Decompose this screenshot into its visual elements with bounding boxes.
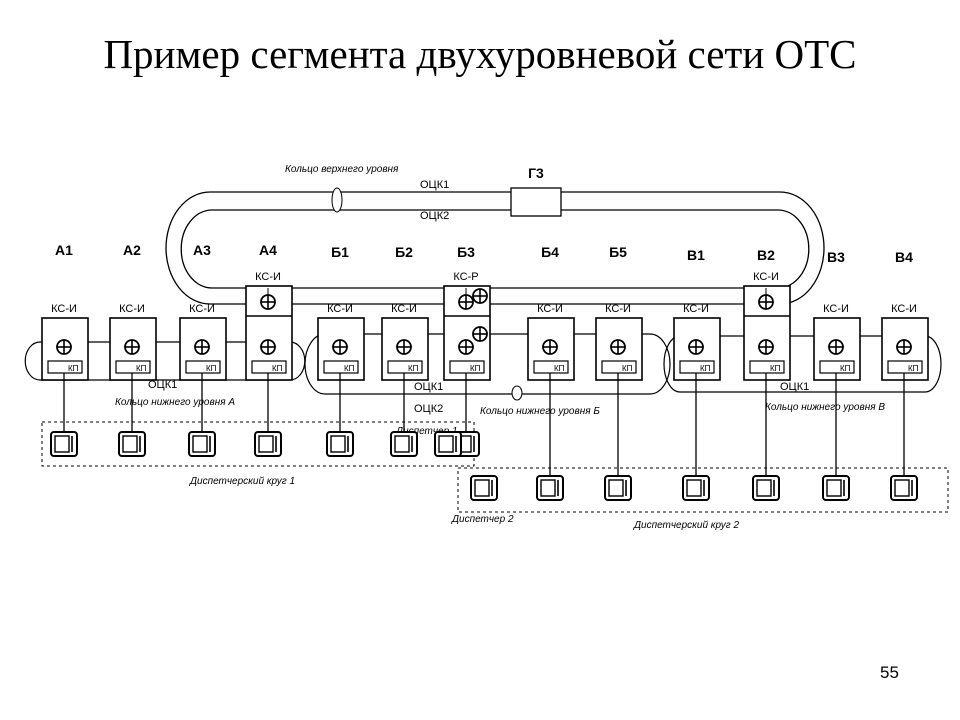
- node-kp-label-0: КП: [68, 364, 79, 373]
- lower-ring-b-marker: [511, 385, 523, 401]
- ring-v-name: Кольцо нижнего уровня В: [765, 402, 885, 413]
- node-name-8: Б5: [609, 244, 627, 260]
- node-kp-label-10: КП: [770, 364, 781, 373]
- node-ks-label-0: КС-И: [51, 303, 77, 315]
- node-name-9: В1: [687, 247, 705, 263]
- node-kp-box-11: [819, 360, 855, 374]
- node-kp-box-10: [749, 360, 785, 374]
- upper-ring-marker: [331, 187, 343, 213]
- lower-ring-b: [304, 333, 671, 395]
- node-ks-label-3: КС-И: [255, 271, 281, 283]
- ring-b-line-label2: ОЦК2: [414, 403, 443, 415]
- node-ks-label-8: КС-И: [605, 303, 631, 315]
- node-ks-label-10: КС-И: [753, 271, 779, 283]
- upper-ring-label-line1: ОЦК1: [420, 179, 449, 191]
- dispatcher-2-label: Диспетчер 2: [451, 514, 514, 525]
- dispatcher-2-console-screen: [474, 479, 490, 497]
- page-number: 55: [880, 663, 899, 682]
- node-ks-label-4: КС-И: [327, 303, 353, 315]
- node-ks-label-7: КС-И: [537, 303, 563, 315]
- node-kp-box-1: [115, 360, 151, 374]
- node-kp-box-3: [251, 360, 287, 374]
- node-kp-label-9: КП: [700, 364, 711, 373]
- node-kp-label-4: КП: [344, 364, 355, 373]
- ring-a-name: Кольцо нижнего уровня А: [115, 397, 235, 408]
- node-name-1: А2: [123, 242, 141, 258]
- node-kp-box-4: [323, 360, 359, 374]
- node-kp-label-12: КП: [908, 364, 919, 373]
- node-phone-3-screen: [258, 435, 274, 453]
- node-phone-1-screen: [122, 435, 138, 453]
- node-kp-label-2: КП: [206, 364, 217, 373]
- node-name-12: В4: [895, 249, 913, 265]
- node-name-7: Б4: [541, 244, 559, 260]
- upper-ring-name: Кольцо верхнего уровня: [285, 164, 399, 175]
- node-name-0: А1: [55, 242, 73, 258]
- dispatch-circle-2-box: [457, 467, 949, 513]
- node-phone-2-screen: [192, 435, 208, 453]
- node-phone-5-screen: [394, 435, 410, 453]
- node-phone-4-screen: [330, 435, 346, 453]
- ring-a-line-label: ОЦК1: [148, 379, 177, 391]
- node-phone-12-screen: [894, 479, 910, 497]
- node-kp-box-6: [449, 360, 485, 374]
- node-kp-box-0: [47, 360, 83, 374]
- node-kp-label-11: КП: [840, 364, 851, 373]
- node-phone-7-screen: [540, 479, 556, 497]
- dispatcher-1-console-screen: [438, 435, 454, 453]
- g3-label: Г3: [528, 165, 544, 181]
- node-name-2: А3: [193, 242, 211, 258]
- node-kp-box-12: [887, 360, 923, 374]
- node-ks-label-6: КС-Р: [453, 271, 478, 283]
- node-kp-label-5: КП: [408, 364, 419, 373]
- node-kp-label-6: КП: [470, 364, 481, 373]
- node-ks-label-5: КС-И: [391, 303, 417, 315]
- node-ks-label-2: КС-И: [189, 303, 215, 315]
- node-kp-label-8: КП: [622, 364, 633, 373]
- node-ks-label-12: КС-И: [891, 303, 917, 315]
- node-kp-label-3: КП: [272, 364, 283, 373]
- node-name-4: Б1: [331, 244, 349, 260]
- node-phone-10-screen: [756, 479, 772, 497]
- dispatch-circle-1-box: [41, 421, 475, 467]
- node-name-3: А4: [259, 242, 277, 258]
- node-kp-box-9: [679, 360, 715, 374]
- node-kp-box-7: [533, 360, 569, 374]
- node-ks-label-11: КС-И: [823, 303, 849, 315]
- node-kp-box-8: [601, 360, 637, 374]
- dispatcher-1-label: Диспетчер 1: [395, 426, 458, 437]
- node-kp-label-1: КП: [136, 364, 147, 373]
- page-title: Пример сегмента двухуровневой сети ОТС: [103, 31, 857, 77]
- node-ks-label-9: КС-И: [683, 303, 709, 315]
- node-kp-label-7: КП: [554, 364, 565, 373]
- node-phone-8-screen: [608, 479, 624, 497]
- node-kp-box-2: [185, 360, 221, 374]
- node-name-11: В3: [827, 249, 845, 265]
- ring-b-line-label1: ОЦК1: [414, 381, 443, 393]
- node-name-5: Б2: [395, 244, 413, 260]
- node-name-6: Б3: [457, 244, 475, 260]
- node-name-10: В2: [757, 247, 775, 263]
- dispatch-circle-1-label: Диспетчерский круг 1: [189, 476, 295, 487]
- g3-box: [510, 187, 562, 217]
- node-ks-label-1: КС-И: [119, 303, 145, 315]
- node-phone-9-screen: [686, 479, 702, 497]
- ring-v-line-label: ОЦК1: [780, 381, 809, 393]
- dispatch-circle-2-label: Диспетчерский круг 2: [633, 520, 739, 531]
- ring-b-name: Кольцо нижнего уровня Б: [480, 406, 600, 417]
- node-phone-11-screen: [826, 479, 842, 497]
- upper-ring-label-line2: ОЦК2: [420, 210, 449, 222]
- node-kp-box-5: [387, 360, 423, 374]
- node-phone-0-screen: [54, 435, 70, 453]
- ring-a-name-text: Кольцо нижнего уровня А: [115, 397, 235, 408]
- lower-ring-v: [663, 335, 942, 393]
